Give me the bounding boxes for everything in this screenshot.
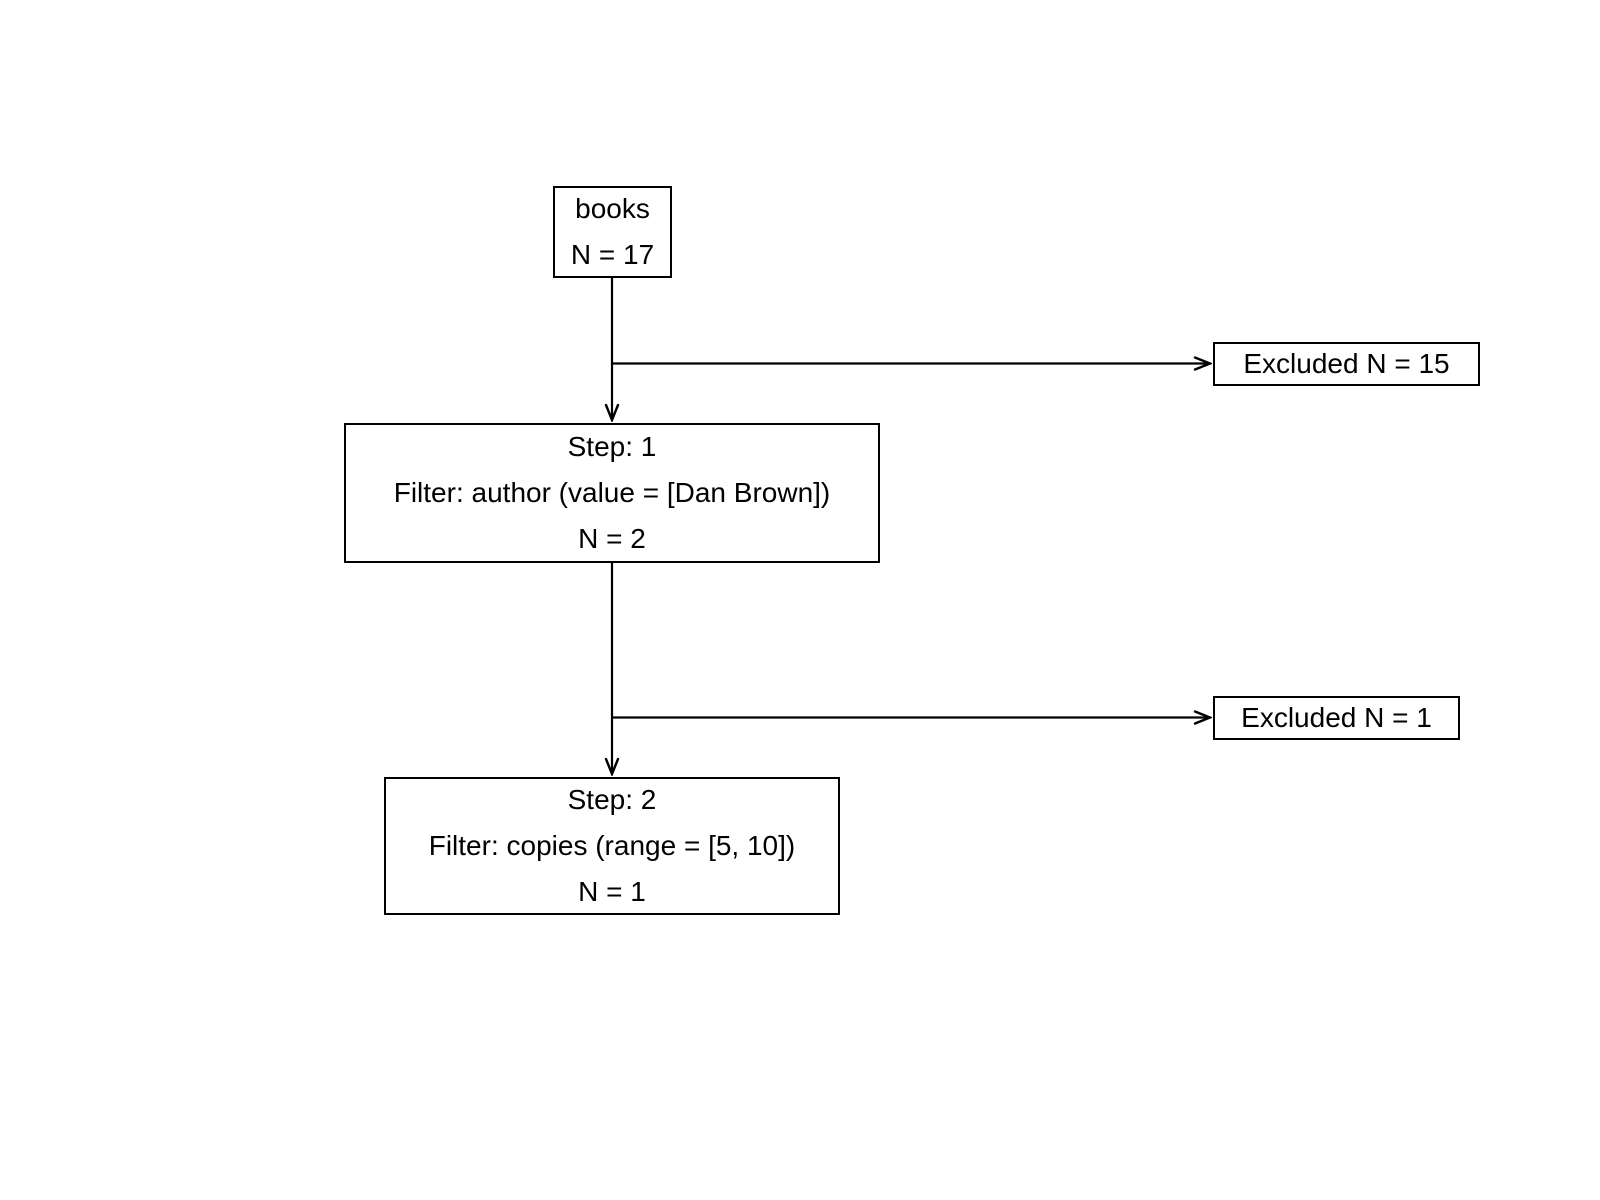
node-step1: Step: 1 Filter: author (value = [Dan Bro… [344,423,880,563]
source-name: books [575,193,650,224]
source-count: N = 17 [570,239,655,270]
node-excluded-step1: Excluded N = 15 [1213,342,1480,386]
node-step2: Step: 2 Filter: copies (range = [5, 10])… [384,777,840,915]
step2-count: N = 1 [578,876,646,907]
node-excluded-step2: Excluded N = 1 [1213,696,1460,740]
excluded-step2-label: Excluded N = 1 [1241,702,1432,733]
step2-title: Step: 2 [567,784,657,815]
excluded-step1-label: Excluded N = 15 [1243,348,1450,379]
step1-count: N = 2 [578,523,646,554]
node-source-books: books N = 17 [553,186,672,278]
step1-filter: Filter: author (value = [Dan Brown]) [393,477,831,508]
step2-filter: Filter: copies (range = [5, 10]) [428,830,796,861]
step1-title: Step: 1 [567,431,657,462]
